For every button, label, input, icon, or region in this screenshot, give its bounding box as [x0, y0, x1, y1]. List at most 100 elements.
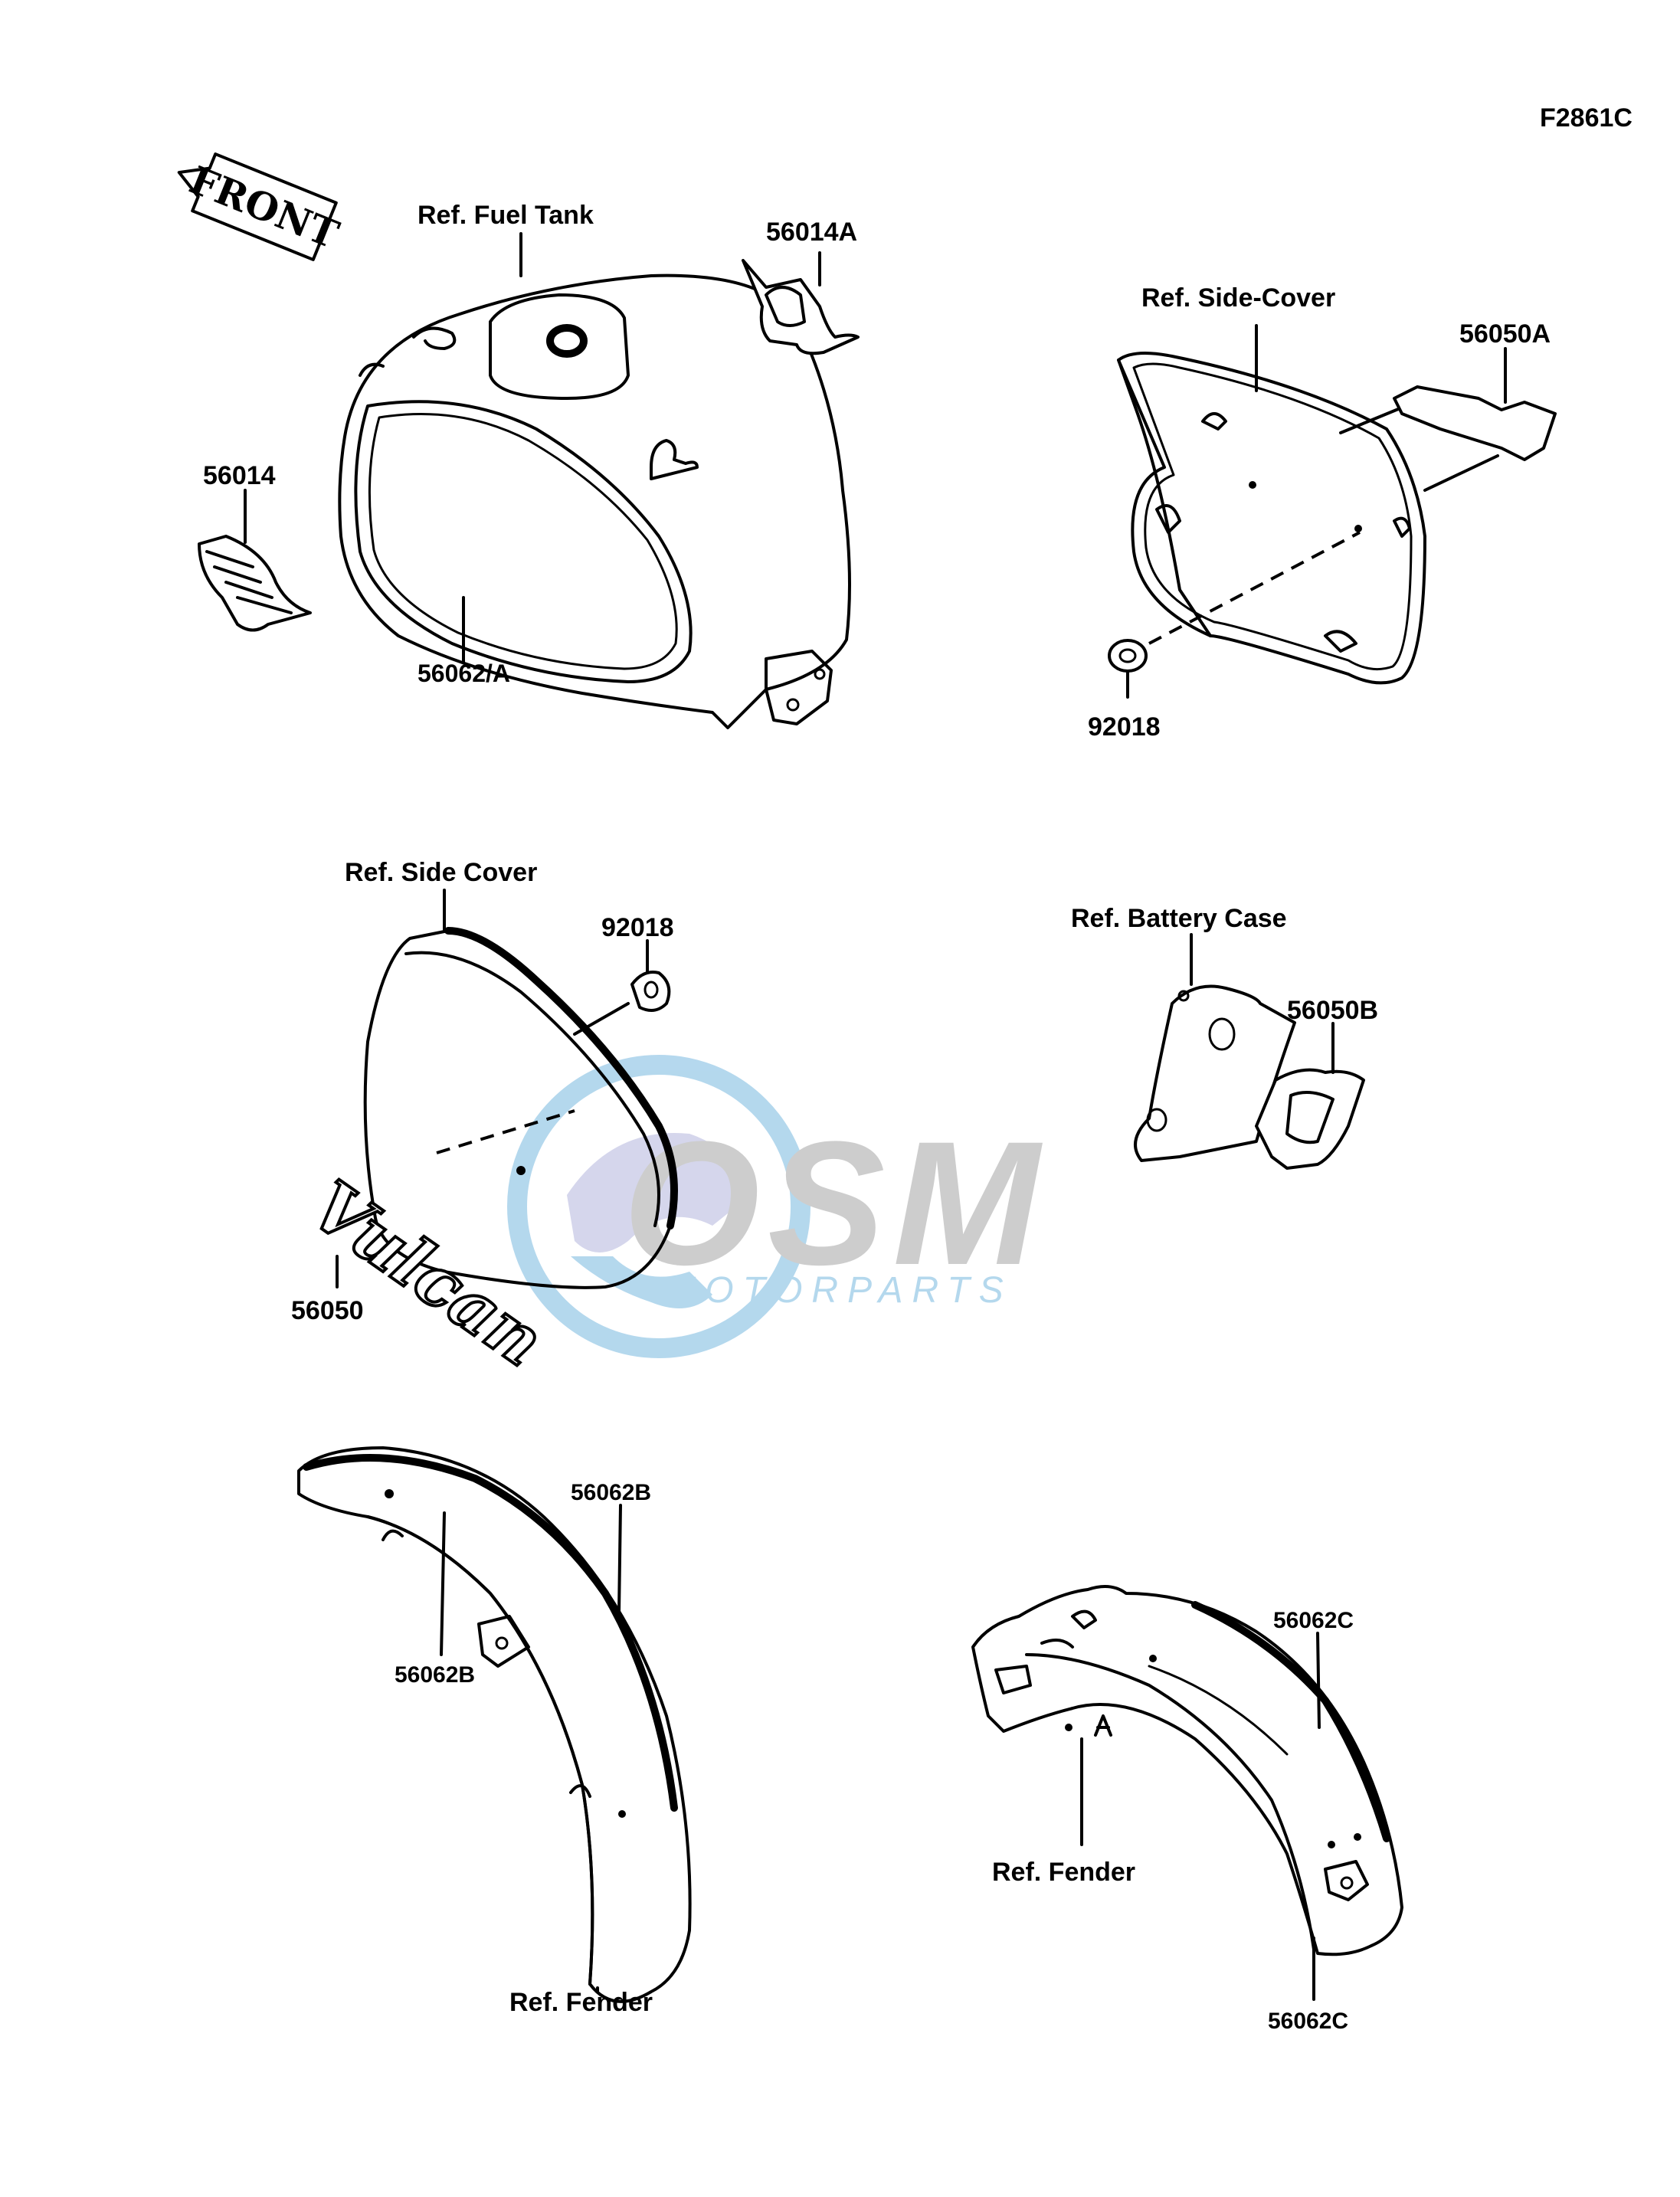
decal-56050A	[1393, 347, 1557, 461]
emblem-56014A-detail	[765, 286, 806, 327]
front-fender-tab-2	[569, 1784, 591, 1798]
figure-code: F2861C	[1540, 103, 1633, 133]
front-fender-hole-2	[618, 1810, 626, 1818]
rear-fender-hole-4	[1354, 1833, 1361, 1841]
label-56014: 56014	[203, 461, 276, 490]
label-fuel-tank: Ref. Fuel Tank	[418, 201, 594, 230]
side-cover-mid-mount-line	[436, 1109, 575, 1154]
label-92018-mid: 92018	[601, 913, 674, 942]
label-56062A: 56062/A	[418, 660, 510, 687]
side-cover-top-outer	[1117, 352, 1426, 685]
emblem-56014	[198, 489, 312, 632]
side-cover-top-hole-1	[1249, 481, 1256, 489]
front-arrow-icon: FRONT	[177, 152, 345, 261]
side-cover-top-hole-2	[1354, 525, 1362, 532]
side-cover-top-tab-1	[1201, 412, 1227, 431]
decal-56050B-detail	[1285, 1091, 1335, 1144]
emblem-56014A-shape	[742, 259, 860, 355]
side-cover-mid-bevel	[404, 951, 660, 1227]
side-cover-top-inner	[1132, 362, 1413, 671]
battery-case	[1134, 933, 1296, 1162]
emblem-56014-shape	[198, 535, 312, 632]
rear-fender-emblem	[1094, 1714, 1112, 1737]
fuel-tank-mount	[765, 650, 833, 725]
front-fender-tab	[382, 1529, 404, 1541]
grommet-92018-top	[1108, 639, 1148, 699]
leader-92018-top-dashed	[1148, 531, 1361, 645]
rear-fender-hole-1	[1065, 1724, 1073, 1731]
rear-fender-tab-3	[1040, 1639, 1074, 1649]
grommet-92018-top-shape	[1108, 639, 1148, 673]
watermark-globe-continent	[571, 1256, 712, 1308]
rear-fender-inner	[1025, 1653, 1315, 1951]
rear-fender-tab-1	[1071, 1609, 1097, 1629]
watermark: OSM MOTORPARTS	[507, 1055, 1047, 1358]
label-56062C-bottom: 56062C	[1268, 2009, 1348, 2034]
side-cover-mid-hole	[516, 1166, 526, 1175]
side-cover-mid	[363, 889, 678, 1289]
label-56014A: 56014A	[766, 218, 857, 247]
rear-fender-tab-2	[994, 1665, 1032, 1694]
fuel-tank-mount-hole	[786, 698, 800, 712]
rear-fender-bracket	[1324, 1860, 1369, 1901]
side-cover-top-tab-3	[1393, 516, 1411, 538]
watermark-sub-text: MOTORPARTS	[665, 1270, 1012, 1311]
label-56062C-top: 56062C	[1273, 1608, 1354, 1633]
battery-case-hole-2	[1146, 1108, 1167, 1132]
leader-56062B-inner	[440, 1511, 446, 1656]
battery-case-hole-1	[1208, 1017, 1236, 1051]
label-56050: 56050	[291, 1296, 364, 1325]
side-cover-top-tab-2	[1155, 504, 1181, 534]
side-cover-mid-edge	[444, 927, 678, 1229]
side-cover-top-rim	[1117, 359, 1212, 637]
grommet-92018-mid-shape	[630, 971, 671, 1012]
emblem-56014-wing	[205, 550, 293, 614]
label-front-fender: Ref. Fender	[509, 1988, 653, 2017]
decal-56050B	[1255, 1022, 1365, 1170]
fuel-tank-cap	[546, 324, 588, 358]
rear-fender-bracket-hole	[1340, 1876, 1354, 1890]
label-56050A: 56050A	[1459, 319, 1551, 349]
decal-56050B-shape	[1255, 1068, 1365, 1170]
fuel-tank	[338, 232, 851, 729]
leader-56062B-outer	[617, 1504, 622, 1614]
label-56062B-inner: 56062B	[395, 1662, 475, 1688]
rear-fender-stripe	[1191, 1601, 1390, 1842]
fuel-tank-emblem	[650, 439, 699, 480]
front-fender-outer	[297, 1446, 692, 2003]
front-fender	[297, 1446, 692, 2003]
front-fender-bracket	[477, 1615, 530, 1668]
side-cover-top	[1117, 324, 1499, 685]
label-92018-top: 92018	[1088, 712, 1161, 742]
fuel-tank-tab-mid	[359, 362, 385, 377]
fuel-tank-outline	[338, 273, 851, 729]
fuel-tank-cap-base	[489, 293, 630, 400]
leader-56050A-1	[1339, 404, 1407, 434]
label-battery-case: Ref. Battery Case	[1071, 904, 1287, 933]
rear-fender	[971, 1585, 1403, 2001]
fuel-tank-panel-outer	[354, 400, 693, 683]
leader-92018-mid	[573, 1002, 630, 1036]
grommet-92018-mid-hole	[644, 981, 659, 999]
rear-fender-hole-3	[1328, 1841, 1335, 1848]
battery-case-outline	[1134, 984, 1296, 1162]
emblem-56014A	[742, 251, 860, 355]
fuel-tank-mount-hole-2	[814, 668, 826, 680]
grommet-92018-top-hole	[1118, 648, 1137, 663]
watermark-logo-text: OSM	[623, 1105, 1047, 1302]
leader-56050A-2	[1423, 454, 1499, 492]
fuel-tank-panel-inner	[368, 412, 678, 670]
fuel-tank-tab-left	[412, 326, 457, 350]
label-side-cover-top: Ref. Side-Cover	[1141, 283, 1335, 313]
label-side-cover-mid: Ref. Side Cover	[345, 858, 537, 887]
rear-fender-highlight	[1148, 1665, 1289, 1756]
label-56050B: 56050B	[1287, 996, 1378, 1025]
side-cover-top-tab-4	[1324, 630, 1357, 653]
label-rear-fender: Ref. Fender	[992, 1858, 1135, 1887]
rear-fender-outer	[971, 1585, 1403, 1956]
front-fender-hole-1	[385, 1489, 394, 1498]
front-fender-bracket-hole	[495, 1636, 509, 1650]
watermark-globe	[507, 1055, 811, 1358]
label-56062B-outer: 56062B	[571, 1480, 651, 1505]
